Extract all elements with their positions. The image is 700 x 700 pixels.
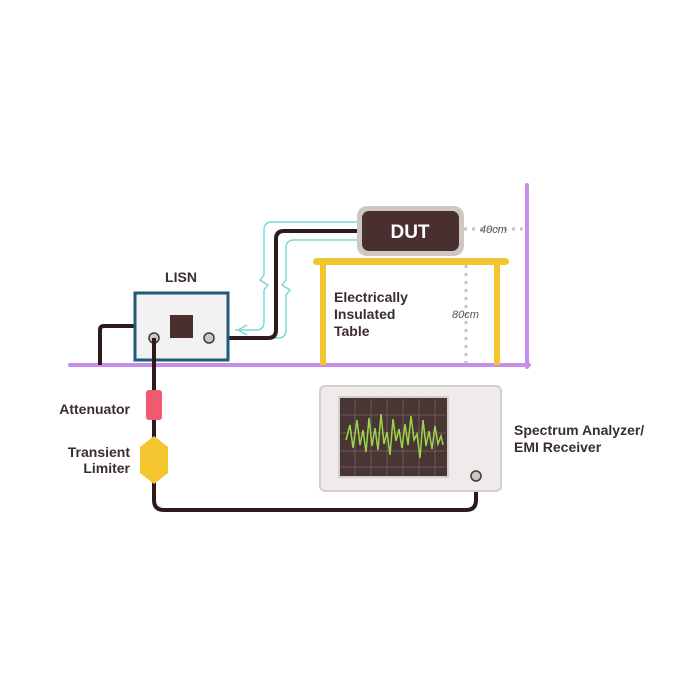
table-label-line1: Electrically [334,289,408,305]
lisn-box [133,291,230,362]
analyzer-input-port [470,470,482,482]
measurement-cable [152,338,478,512]
lisn-port-right [203,332,215,344]
table-label-line3: Table [334,323,370,339]
transient-limiter [140,436,168,484]
attenuator [146,390,162,420]
dut-power-cable [209,229,360,340]
lisn-label: LISN [165,269,197,285]
transient-limiter-label-line1: Transient [68,444,131,460]
lisn-ground-cable [98,324,134,365]
attenuator-label: Attenuator [59,401,130,417]
analyzer-label-line1: Spectrum Analyzer/ [514,422,644,438]
table-label-line2: Insulated [334,306,395,322]
dimension-40cm-label: 40cm [480,224,507,236]
signal-line-inner [262,239,358,339]
signal-line-outer [235,221,358,331]
dut-box [357,206,464,256]
transient-limiter-label-line2: Limiter [83,460,130,476]
insulated-table [313,258,509,365]
spectrum-analyzer [319,385,502,492]
dut-label: DUT [390,222,429,243]
analyzer-label-line2: EMI Receiver [514,439,602,455]
signal-arrow-icon [236,324,248,336]
waveform [345,413,444,459]
dimension-80cm-label: 80cm [452,309,479,321]
